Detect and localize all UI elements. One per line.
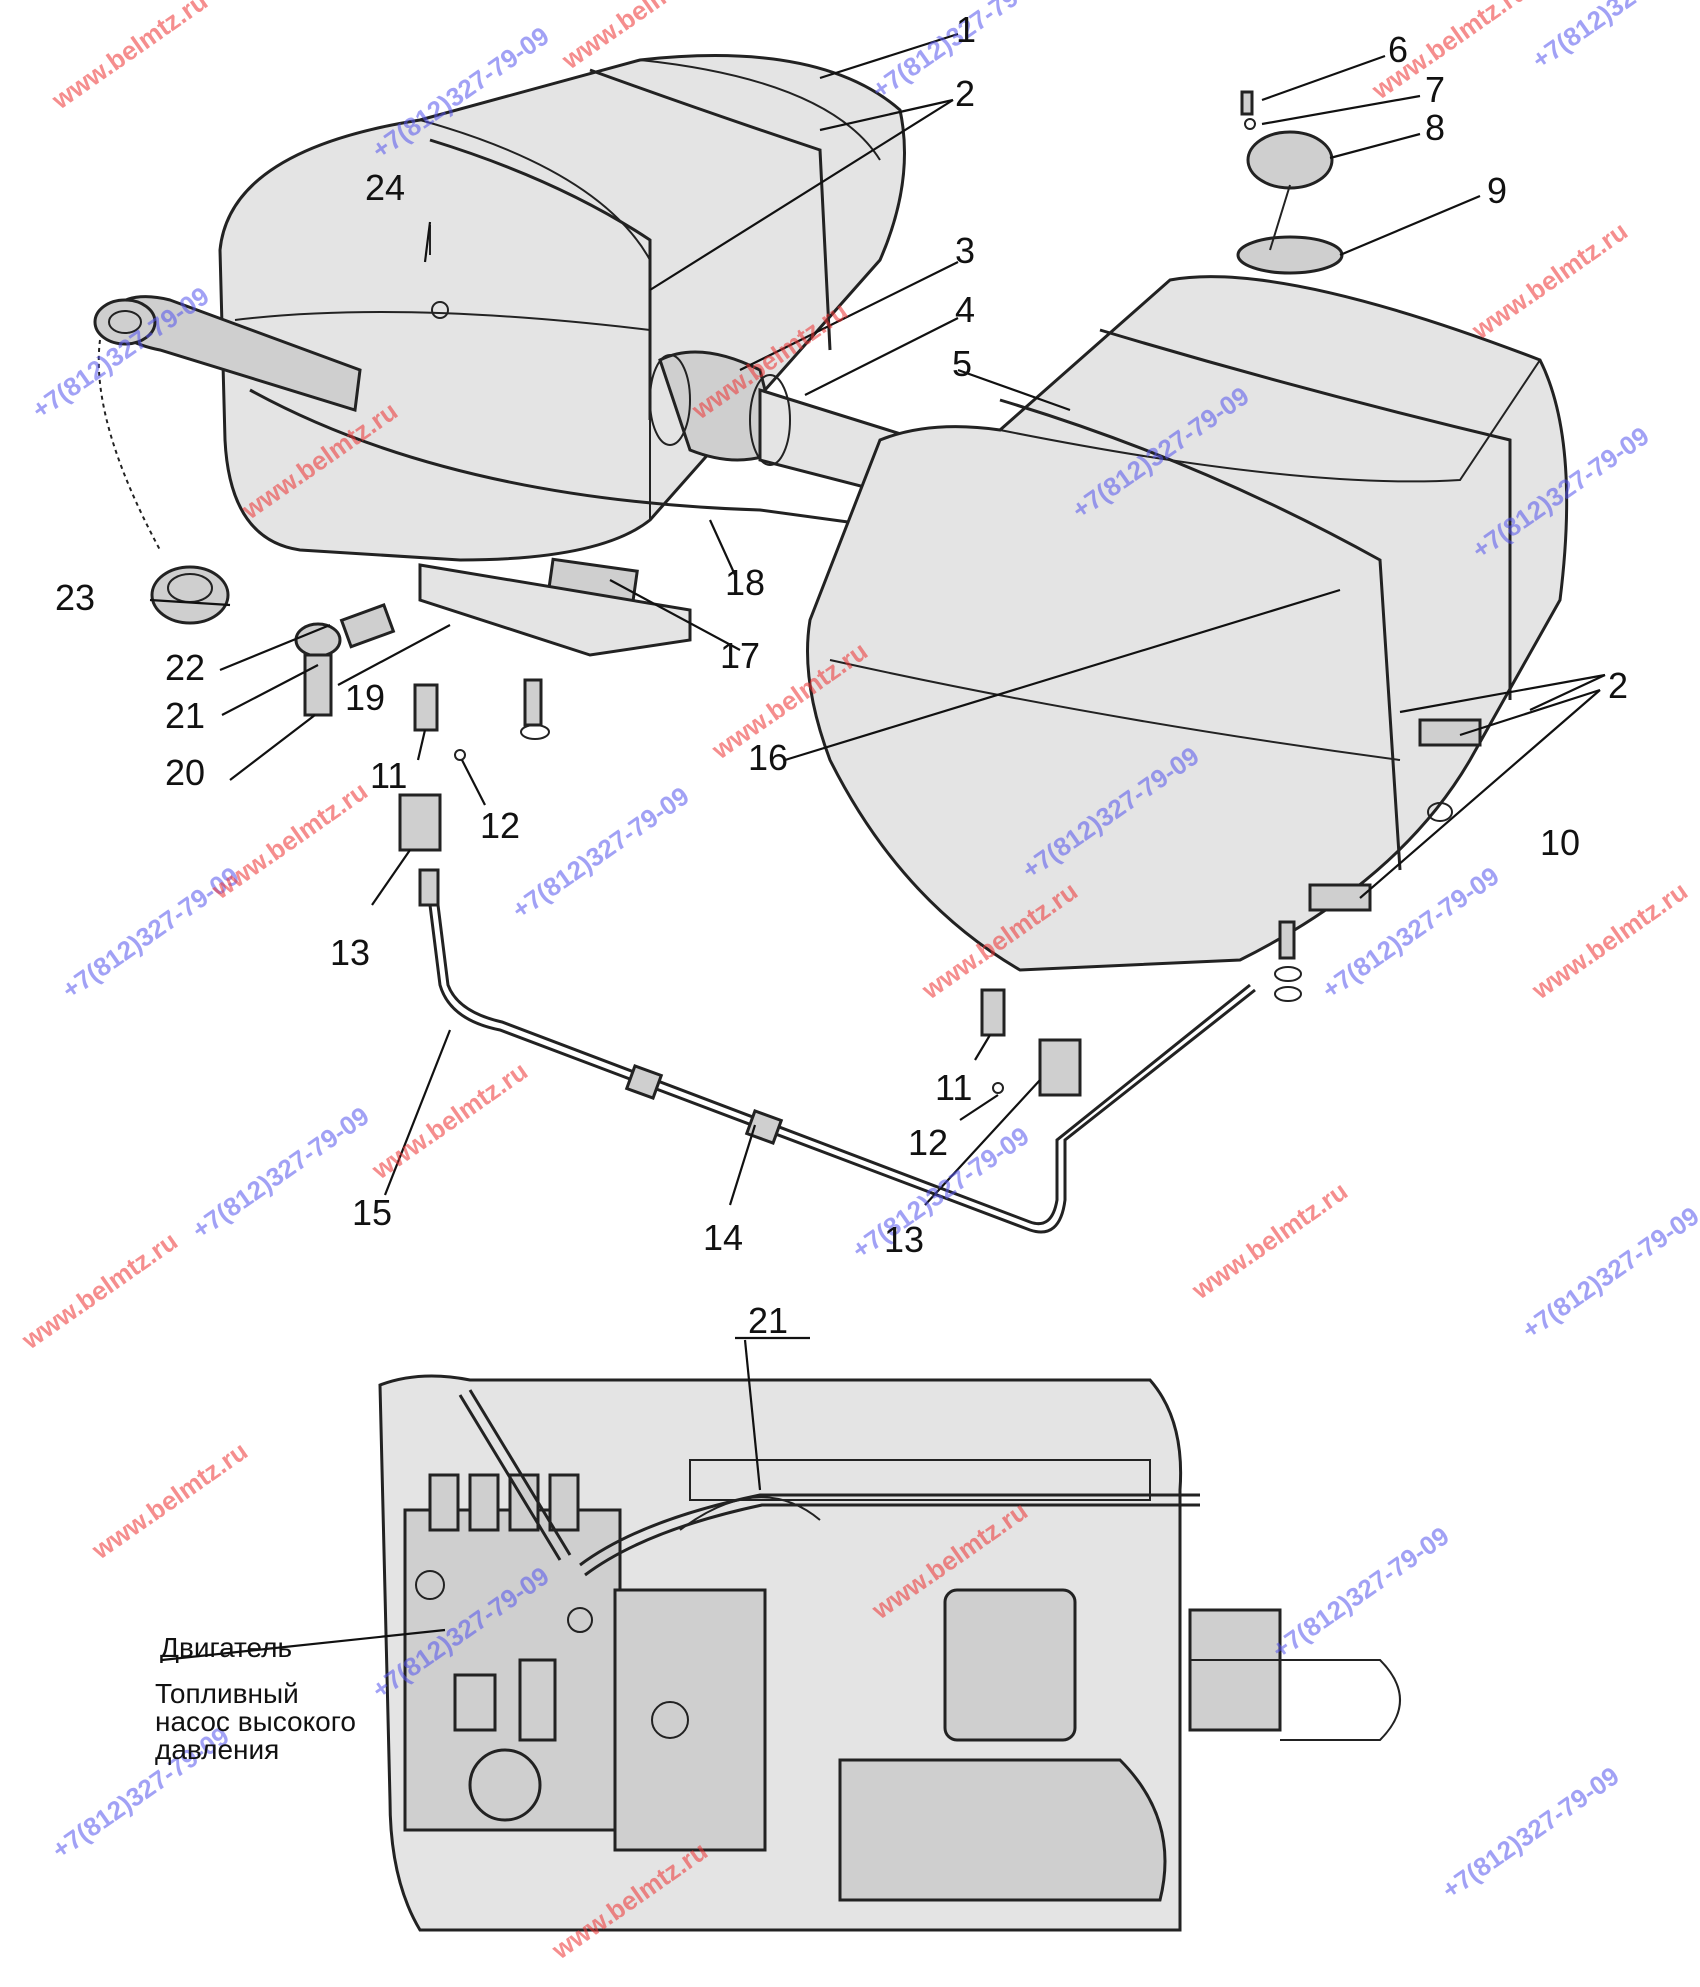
callout-11: 11 xyxy=(370,755,407,796)
watermark-phone: +7(812)327-79-09 xyxy=(1526,0,1700,75)
callout-24: 24 xyxy=(365,167,405,208)
callout-23: 23 xyxy=(55,577,95,618)
callout-21: 21 xyxy=(748,1300,788,1341)
watermark-site: www.belmtz.ru xyxy=(1185,1176,1353,1306)
watermark-phone: +7(812)327-79-09 xyxy=(1266,1521,1454,1665)
callout-9: 9 xyxy=(1487,170,1507,211)
leader-lines xyxy=(149,32,1606,1662)
fuel-pipe-to-pump xyxy=(579,1493,1200,1567)
watermark-phone: +7(812)327-79-09 xyxy=(1436,1761,1624,1905)
callout-21: 21 xyxy=(165,695,205,736)
watermark-phone: +7(812)327-79-09 xyxy=(186,1101,374,1245)
mounting-bolt xyxy=(520,678,550,740)
support-bracket xyxy=(418,563,692,657)
callout-4: 4 xyxy=(955,289,975,330)
fuel-valve-right xyxy=(980,988,1082,1097)
callout-13: 13 xyxy=(884,1219,924,1260)
callout-3: 3 xyxy=(955,230,975,271)
filler-cap-with-chain xyxy=(97,339,230,625)
callout-numbers: 1 2 2 3 4 5 6 7 8 9 10 11 11 12 12 13 13… xyxy=(55,9,1628,1341)
pump-label-line2: насос высокого xyxy=(155,1706,356,1737)
callout-6: 6 xyxy=(1388,29,1408,70)
engine-label: Двигатель xyxy=(160,1632,293,1663)
callout-2: 2 xyxy=(955,73,975,114)
right-fuel-tank xyxy=(806,90,1569,972)
callout-15: 15 xyxy=(352,1192,392,1233)
callout-11: 11 xyxy=(935,1067,972,1108)
watermark-phone: +7(812)327-79-09 xyxy=(506,781,694,925)
callout-2: 2 xyxy=(1608,665,1628,706)
fuel-supply-line xyxy=(428,904,1256,1234)
callout-10: 10 xyxy=(1540,822,1580,863)
callout-5: 5 xyxy=(952,343,972,384)
callout-12: 12 xyxy=(908,1122,948,1163)
callout-22: 22 xyxy=(165,647,205,688)
watermark-site: www.belmtz.ru xyxy=(205,776,373,906)
banjo-fitting xyxy=(294,603,396,717)
watermark-site: www.belmtz.ru xyxy=(45,0,213,115)
watermark-site: www.belmtz.ru xyxy=(15,1226,183,1356)
callout-17: 17 xyxy=(720,635,760,676)
pump-label-line1: Топливный xyxy=(155,1678,299,1709)
callout-20: 20 xyxy=(165,752,205,793)
callout-16: 16 xyxy=(748,737,788,778)
watermark-site: www.belmtz.ru xyxy=(1465,216,1633,346)
callout-14: 14 xyxy=(703,1217,743,1258)
left-fuel-tank xyxy=(93,54,906,562)
pump-label-line3: давления xyxy=(155,1734,280,1765)
callout-1: 1 xyxy=(956,9,976,50)
fuel-return-line xyxy=(249,388,871,527)
callout-8: 8 xyxy=(1425,107,1445,148)
callout-13: 13 xyxy=(330,932,370,973)
callout-12: 12 xyxy=(480,805,520,846)
watermark-site: www.belmtz.ru xyxy=(85,1436,253,1566)
callout-18: 18 xyxy=(725,562,765,603)
callout-19: 19 xyxy=(345,677,385,718)
watermark-site: www.belmtz.ru xyxy=(365,1056,533,1186)
watermark-phone: +7(812)327-79-09 xyxy=(1516,1201,1700,1345)
watermark-site: www.belmtz.ru xyxy=(1525,876,1693,1006)
callout-7: 7 xyxy=(1425,69,1445,110)
fuel-valve-left xyxy=(398,683,466,907)
